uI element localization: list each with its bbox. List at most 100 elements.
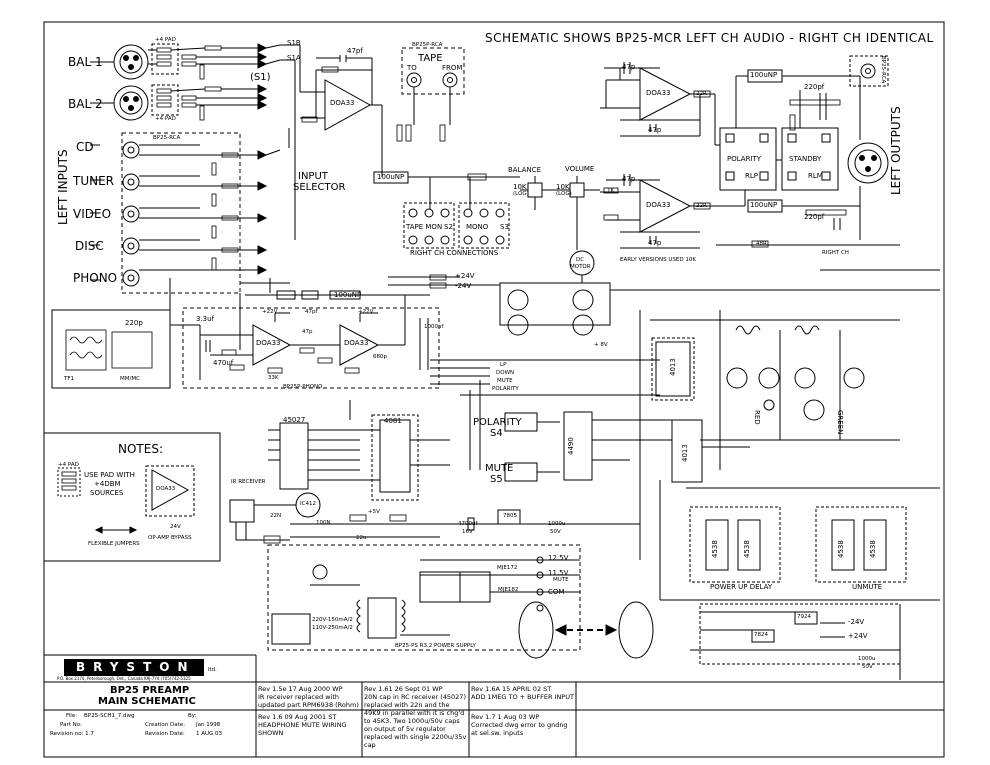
ic-4013-bottom-label: 4013	[681, 444, 689, 462]
cap-22n-label: 22N	[270, 513, 282, 519]
tf1-label: TF1	[64, 376, 75, 382]
v11-5-label: 11.5V	[548, 569, 569, 577]
mje182-label: MJE182	[498, 587, 519, 593]
cap-1000u-label: 1000u	[548, 521, 566, 527]
notes-pad-line1: USE PAD WITH	[84, 471, 135, 479]
ic-4490-label: 4490	[567, 437, 575, 455]
revision-no: Revision no: 1.7	[50, 731, 94, 737]
revision-date: 1 AUG 03	[196, 731, 223, 737]
cap-4700uf-label: 4700uf	[458, 521, 478, 527]
pad-bottom-label: +4 PAD	[155, 116, 176, 122]
file-label: File:	[66, 713, 78, 719]
bal2-xlr-jack	[113, 85, 149, 121]
bal1-xlr-jack	[113, 44, 149, 80]
ic-4538-a-label: 4538	[711, 540, 719, 558]
s5-label: S5	[490, 474, 503, 485]
revision-head: Rev 1.5e 17 Aug 2000 WP	[258, 685, 343, 693]
phono-cap-47pf: 47pf	[305, 309, 318, 315]
psu-board-label: BP25-PS R3.2 POWER SUPPLY	[395, 643, 476, 649]
revision-head: Rev 1.6A 15 APRIL 02 ST	[471, 685, 552, 693]
mono-label: MONO	[466, 223, 489, 231]
ic-4081-label: 4081	[384, 417, 402, 425]
tape-mon-label: TAPE MON	[406, 223, 443, 231]
volume-pot-value: 10K	[556, 183, 570, 191]
left-outputs-label: LEFT OUTPUTS	[889, 106, 903, 195]
cd-label: CD	[76, 140, 94, 154]
phono-cap-680p: 680p	[373, 354, 387, 360]
upper-opamp-label: DOA33	[646, 89, 671, 97]
ic412-label: IC412	[300, 501, 316, 507]
mains-220v-label: 220V-150mA/2	[312, 617, 353, 623]
ic-45027-label: 45027	[283, 416, 306, 424]
phono-out-cap-100unp: 100uNP	[334, 291, 362, 299]
s1a-label: S1A	[287, 54, 301, 62]
revision-head: Rev 1.7 1 Aug 03 WP	[471, 713, 540, 721]
cap-22u-label: 22u	[356, 535, 367, 541]
notes-opamp-caption: OP-AMP BYPASS	[148, 535, 192, 541]
phono-plus22v-1: +22V	[262, 309, 278, 315]
lower-opamp-label: DOA33	[646, 201, 671, 209]
video-label: VIDEO	[73, 207, 112, 221]
phono-cap-3-3uf: 3.3uf	[196, 315, 215, 323]
mains-110v-label: 110V-250mA/2	[312, 625, 353, 631]
phono-board-label: BP25P-PHONO	[283, 384, 323, 390]
upper-r22r: 22R	[696, 91, 707, 97]
upper-cap-220pf: 220pf	[804, 83, 825, 91]
balance-pot-taper: (LOG)	[513, 191, 529, 197]
minus24v-out-label: -24V	[848, 618, 865, 626]
tape-label: TAPE	[418, 53, 443, 64]
ic-4538-d-label: 4538	[869, 540, 877, 558]
tape-from-label: FROM	[442, 64, 463, 72]
doc-title-line2: MAIN SCHEMATIC	[98, 696, 196, 707]
lower-cap-47p-a: 47p	[622, 175, 636, 183]
tape-board-label: BP25P-RCA	[412, 42, 443, 48]
motor-line2: MOTOR	[570, 264, 591, 270]
part-no-label: Part No:	[60, 722, 82, 728]
revision-head: Rev 1.61 26 Sept 01 WP	[364, 685, 443, 693]
early-versions-note: EARLY VERSIONS USED 10K	[620, 257, 696, 263]
s1-label: (S1)	[250, 72, 271, 83]
revision-1-7: Rev 1.7 1 Aug 03 WP Corrected dwg error …	[471, 713, 575, 755]
ic-4538-c-label: 4538	[837, 540, 845, 558]
psu-mute-label: MUTE	[553, 577, 569, 583]
plus24v-rail-label: +24V	[455, 272, 475, 280]
output-rca-board-label: BP25-RCA	[880, 56, 886, 84]
phono-plus22v-2: +22V	[358, 309, 374, 315]
rca-board-label: BP25-RCA	[153, 135, 181, 141]
ir-receiver-label: IR RECEIVER	[231, 479, 266, 485]
mute-signal-label: MUTE	[497, 378, 513, 384]
tape-to-label: TO	[407, 64, 417, 72]
lower-r1k: 1K	[607, 188, 615, 194]
schematic-title: SCHEMATIC SHOWS BP25-MCR LEFT CH AUDIO -…	[485, 31, 934, 45]
input-selector-line2: SELECTOR	[293, 182, 346, 193]
phono-opamp-1-label: DOA33	[256, 339, 281, 347]
volume-pot-taper: (LOG)	[556, 191, 572, 197]
mje172-label: MJE172	[497, 565, 518, 571]
upper-out-cap-100unp: 100uNP	[750, 71, 778, 79]
bryston-logo: BRYSTON	[76, 660, 196, 674]
revision-text: 20N cap in RC receiver (45027) replaced …	[364, 693, 467, 749]
phono-opamp-2-label: DOA33	[344, 339, 369, 347]
s1b-label: S1B	[287, 39, 301, 47]
company-address: P.O. Box 2170, Peterborough, Ont., Canad…	[57, 676, 191, 681]
unmute-label: UNMUTE	[852, 583, 883, 591]
input-cap-47pf: 47pf	[347, 47, 363, 55]
s2-label: S2	[444, 223, 453, 231]
revision-1-6: Rev 1.6 09 Aug 2001 ST HEADPHONE MUTE WI…	[258, 713, 360, 755]
lower-cap-47p-b: 47p	[648, 239, 662, 247]
phono-label: PHONO	[73, 271, 118, 285]
cap-16v-label: 16V	[462, 529, 473, 535]
upper-cap-47p-a: 47p	[622, 63, 636, 71]
phono-cap-470uf: 470uf	[213, 359, 234, 367]
rlm-label: RLM	[808, 172, 823, 180]
input-selector-line1: INPUT	[298, 171, 328, 182]
disc-label: DISC	[75, 239, 104, 253]
balance-label: BALANCE	[508, 166, 541, 174]
polarity-switch-label: POLARITY	[473, 417, 522, 428]
phono-input-cap-220p: 220p	[125, 319, 143, 327]
mute-switch-label: MUTE	[485, 463, 514, 474]
left-inputs-label: LEFT INPUTS	[56, 149, 70, 225]
standby-relay-label: STANDBY	[789, 155, 822, 163]
doc-title-line1: BP25 PREAMP	[110, 685, 190, 696]
